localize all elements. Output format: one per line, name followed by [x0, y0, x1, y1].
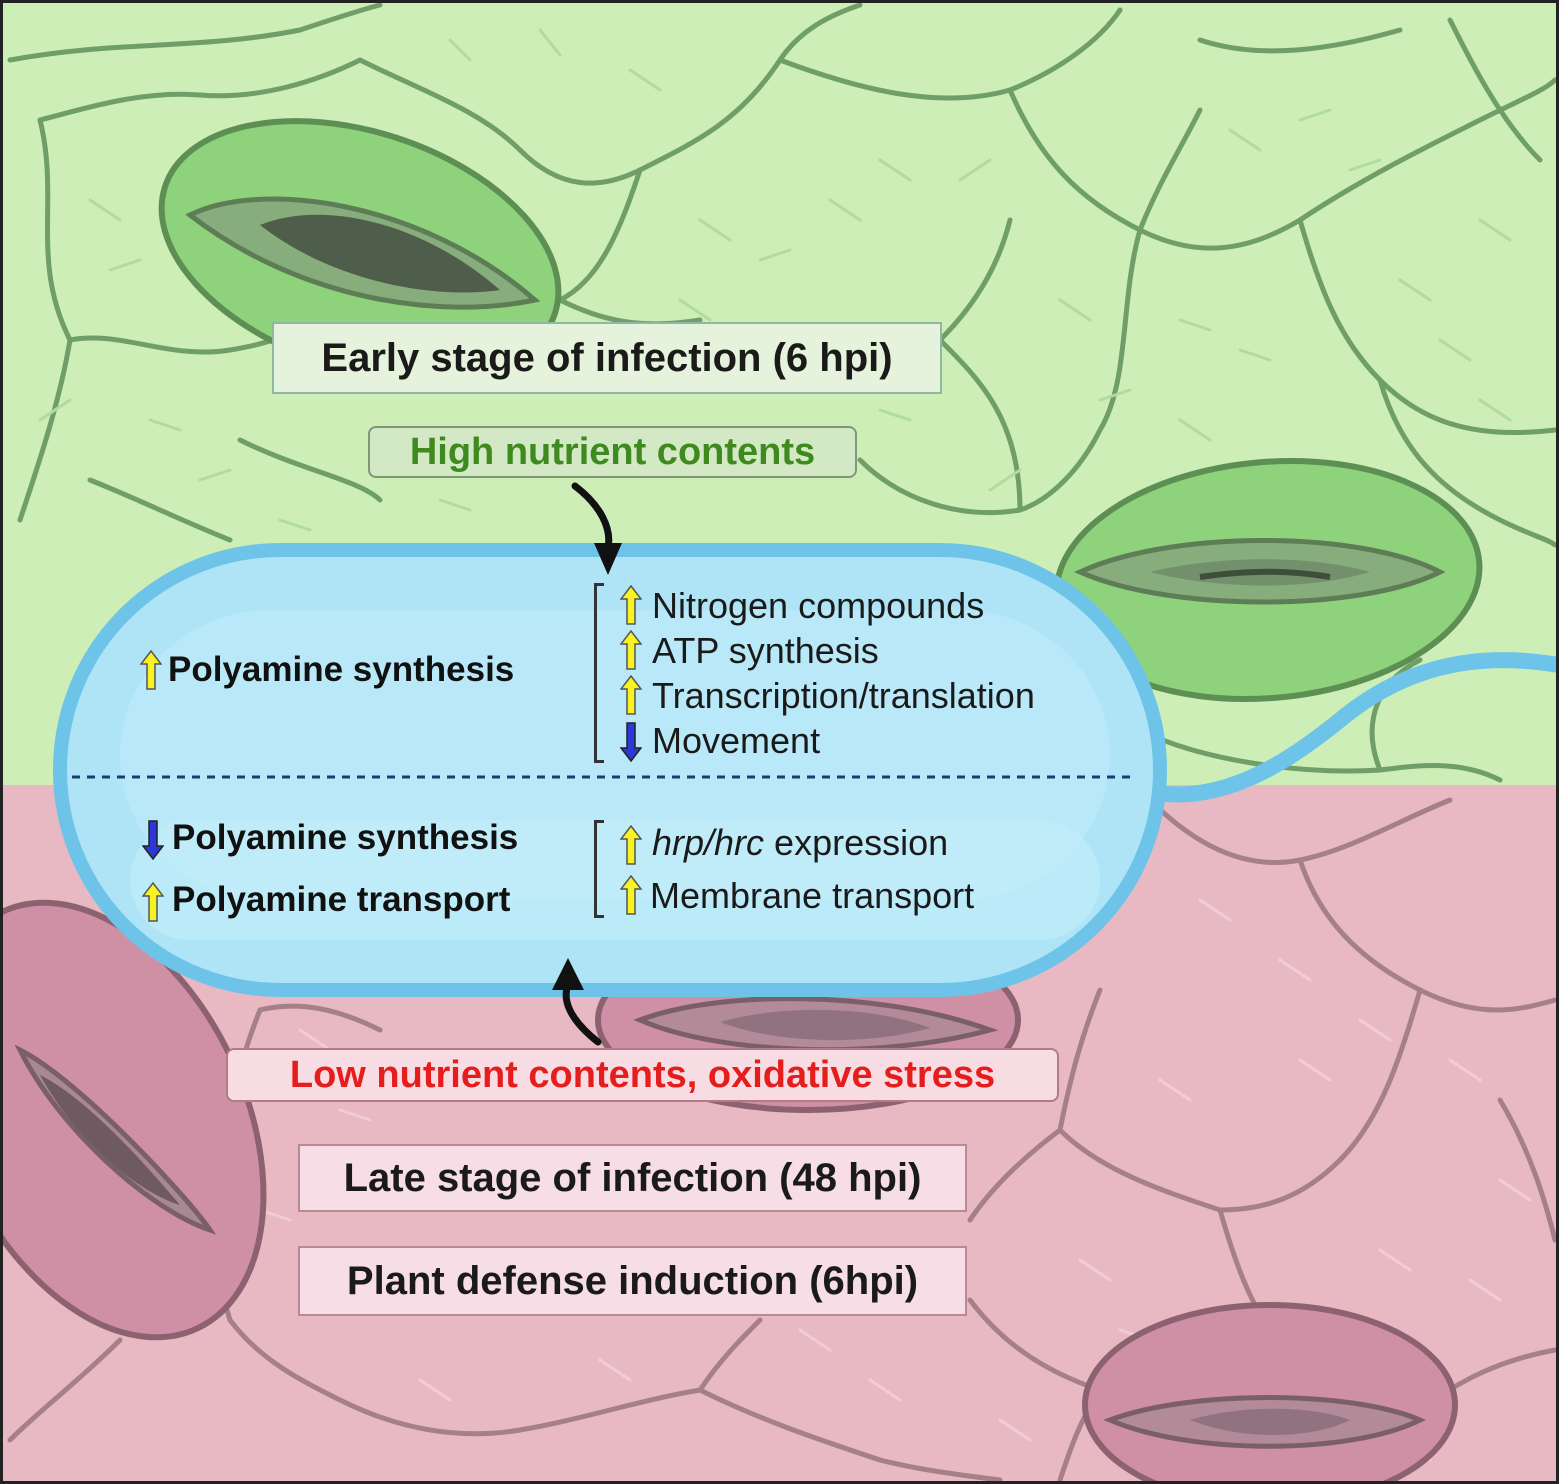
arrow-high-to-cell [571, 482, 622, 575]
late-stage-label: Late stage of infection (48 hpi) [298, 1144, 967, 1212]
early-item-3: Transcription/translation [652, 675, 1035, 716]
up-arrow-icon [620, 875, 642, 915]
bacterium-cell [53, 543, 1167, 997]
plant-defense-label: Plant defense induction (6hpi) [298, 1246, 967, 1316]
up-arrow-icon [620, 825, 642, 865]
late-item-1-text: expression [764, 822, 949, 863]
up-arrow-icon [140, 650, 162, 690]
texture-pink [258, 898, 1532, 1462]
down-arrow-icon [620, 722, 642, 762]
late-bracket [594, 820, 604, 918]
up-arrow-icon [620, 675, 642, 715]
stoma-pink-left [0, 899, 267, 1341]
late-item-1-gene: hrp/hrc [652, 822, 765, 863]
stoma-green-top-left [158, 118, 562, 382]
up-arrow-icon [142, 882, 164, 922]
cell-walls-green [7, 2, 1558, 783]
up-arrow-icon [620, 630, 642, 670]
early-item-4: Movement [652, 720, 821, 761]
up-arrow-icon [620, 585, 642, 625]
early-main-label: Polyamine synthesis [168, 650, 515, 689]
texture-green [38, 28, 1512, 532]
arrow-low-to-cell [552, 958, 602, 1046]
early-bracket [594, 583, 604, 763]
early-item-1: Nitrogen compounds [652, 585, 985, 626]
high-nutrient-label: High nutrient contents [368, 426, 857, 478]
cell-walls-pink [0, 797, 1558, 1483]
stoma-pink-bottom-right [1082, 1302, 1458, 1484]
low-nutrient-label: Low nutrient contents, oxidative stress [226, 1048, 1059, 1102]
late-item-2: Membrane transport [650, 875, 975, 916]
early-stage-label: Early stage of infection (6 hpi) [272, 322, 942, 394]
late-main-label-2: Polyamine transport [172, 880, 511, 919]
early-item-2: ATP synthesis [652, 630, 879, 671]
down-arrow-icon [142, 820, 164, 860]
late-main-label-1: Polyamine synthesis [172, 818, 519, 857]
late-item-1: hrp/hrc expression [652, 822, 948, 864]
flagellum [1132, 652, 1559, 803]
